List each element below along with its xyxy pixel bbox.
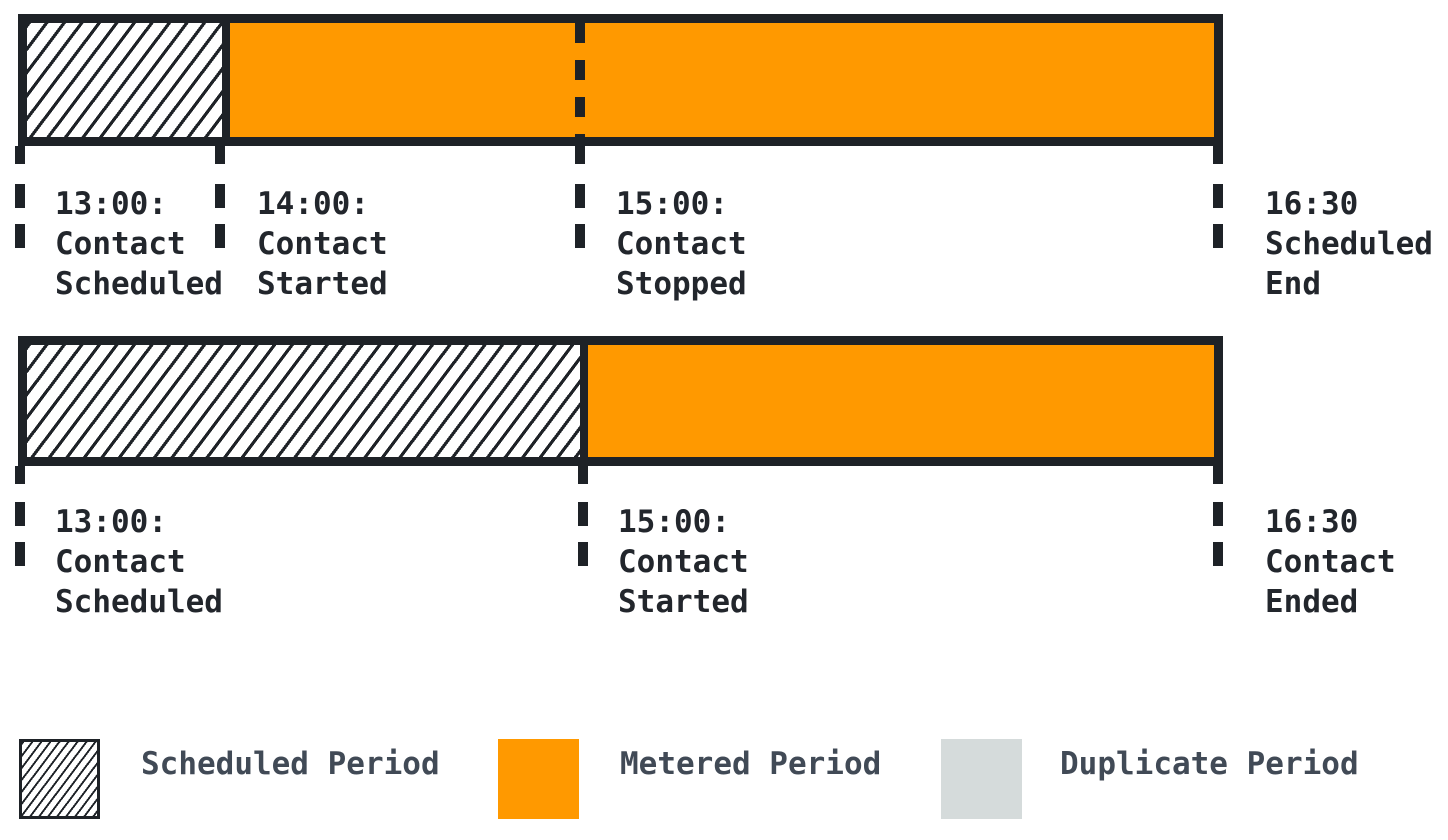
- duplicate-period-swatch: [941, 739, 1022, 819]
- time-label-line: Stopped: [616, 266, 747, 302]
- tick-dash: [15, 502, 25, 526]
- time-label-line: Scheduled: [55, 266, 223, 302]
- timeline-2-bar: [18, 336, 1223, 466]
- time-label-line: 16:30: [1265, 186, 1359, 222]
- time-label-line: 15:00:: [618, 504, 730, 540]
- tick-stub: [575, 146, 585, 164]
- tick-dash: [575, 224, 585, 248]
- tick-dash: [215, 184, 225, 208]
- tick-dash: [15, 224, 25, 248]
- time-label-contact-scheduled: 13:00: Contact Scheduled: [55, 184, 223, 304]
- time-label-line: Contact: [257, 226, 388, 262]
- timeline-1-scheduled-segment: [27, 23, 230, 137]
- time-label-line: 13:00:: [55, 186, 167, 222]
- tick-dash: [215, 224, 225, 248]
- timeline-1-contact-stopped-dashed-line: [575, 23, 585, 137]
- timeline-1-metered-segment: [230, 23, 1214, 137]
- tick-dash: [578, 542, 588, 566]
- time-label-contact-started: 15:00: Contact Started: [618, 502, 749, 622]
- legend-label-duplicate: Duplicate Period: [1060, 746, 1359, 782]
- time-label-line: End: [1265, 266, 1321, 302]
- legend-label-scheduled: Scheduled Period: [141, 746, 440, 782]
- time-label-line: 14:00:: [257, 186, 369, 222]
- time-label-contact-scheduled: 13:00: Contact Scheduled: [55, 502, 223, 622]
- time-label-line: Ended: [1265, 584, 1359, 620]
- time-label-line: Started: [618, 584, 749, 620]
- time-label-line: Contact: [1265, 544, 1396, 580]
- tick-stub: [1213, 466, 1223, 484]
- time-label-line: Contact: [618, 544, 749, 580]
- time-label-contact-ended: 16:30 Contact Ended: [1265, 502, 1396, 622]
- tick-dash: [1213, 542, 1223, 566]
- time-label-line: Contact: [55, 544, 186, 580]
- time-label-contact-stopped: 15:00: Contact Stopped: [616, 184, 747, 304]
- time-label-line: Contact: [616, 226, 747, 262]
- tick-dash: [15, 542, 25, 566]
- timeline-2-scheduled-segment: [27, 345, 588, 457]
- tick-dash: [15, 184, 25, 208]
- tick-stub: [1213, 146, 1223, 164]
- tick-stub: [578, 466, 588, 484]
- metered-period-swatch: [498, 739, 579, 819]
- time-label-line: Started: [257, 266, 388, 302]
- tick-stub: [15, 146, 25, 164]
- time-label-line: Contact: [55, 226, 186, 262]
- tick-dash: [1213, 184, 1223, 208]
- tick-dash: [578, 502, 588, 526]
- tick-stub: [215, 146, 225, 164]
- time-label-line: 13:00:: [55, 504, 167, 540]
- tick-dash: [1213, 224, 1223, 248]
- tick-stub: [15, 466, 25, 484]
- scheduled-period-swatch: [19, 739, 100, 819]
- time-label-line: Scheduled: [55, 584, 223, 620]
- time-label-line: 15:00:: [616, 186, 728, 222]
- time-label-line: Scheduled: [1265, 226, 1433, 262]
- timeline-2-metered-segment: [588, 345, 1214, 457]
- tick-dash: [575, 184, 585, 208]
- legend-label-metered: Metered Period: [620, 746, 882, 782]
- timeline-1-bar: [18, 14, 1223, 146]
- tick-dash: [1213, 502, 1223, 526]
- time-label-contact-started: 14:00: Contact Started: [257, 184, 388, 304]
- time-label-scheduled-end: 16:30 Scheduled End: [1265, 184, 1433, 304]
- time-label-line: 16:30: [1265, 504, 1359, 540]
